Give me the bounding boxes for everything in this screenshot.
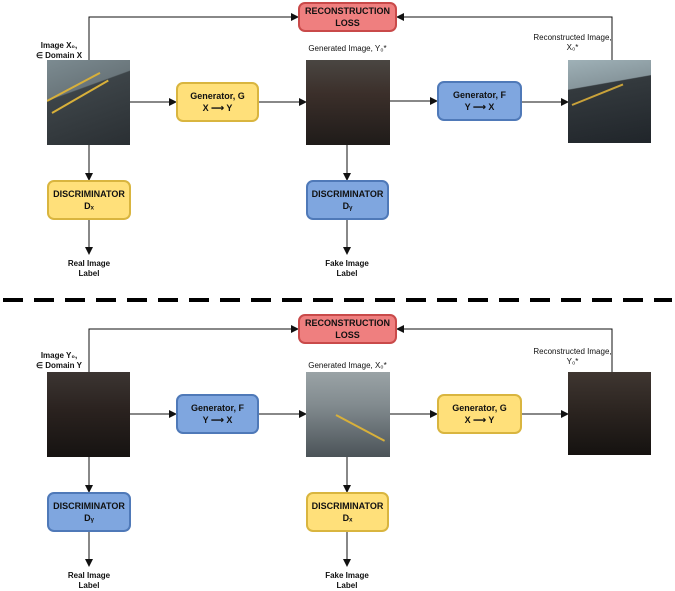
bottom-real-image-label: Real Image Label (67, 571, 111, 590)
top-discriminator-dx-title: DISCRIMINATOR (53, 189, 125, 199)
top-input-label: Image X₀, ∈ Domain X (35, 41, 83, 60)
bottom-generated-label: Generated Image, X₀* (308, 361, 387, 370)
top-input-image (47, 60, 130, 145)
bottom-reconstructed-label: Reconstructed Image, Y₀* (533, 347, 612, 366)
top-generated-image (306, 60, 390, 145)
top-reconstructed-label: Reconstructed Image, X₀* (533, 33, 612, 52)
top-generated-label: Generated Image, Y₀* (308, 44, 387, 53)
top-reconstruction-loss-box: RECONSTRUCTION LOSS (298, 2, 397, 32)
top-reconstruction-line2: LOSS (335, 18, 360, 28)
bottom-generated-image (306, 372, 390, 457)
top-discriminator-dx-sub: Dₓ (84, 201, 94, 211)
top-generator-f-title: Generator, F (452, 90, 506, 100)
bottom-reconstruction-loss-box: RECONSTRUCTION LOSS (298, 314, 397, 344)
bottom-generator-g-box: Generator, G X ⟶ Y (437, 394, 522, 434)
bottom-discriminator-dy-sub: Dᵧ (84, 513, 94, 523)
bottom-discriminator-dx-title: DISCRIMINATOR (311, 501, 384, 511)
bottom-fake-image-label: Fake Image Label (325, 571, 369, 590)
bottom-reconstructed-image (568, 372, 651, 455)
bottom-input-label: Image Y₀, ∈ Domain Y (36, 351, 82, 370)
top-generator-g-mapping: X ⟶ Y (202, 103, 233, 113)
top-discriminator-dy-title: DISCRIMINATOR (311, 189, 384, 199)
bottom-reconstruction-line1: RECONSTRUCTION (305, 318, 390, 328)
top-generator-f-box: Generator, F Y ⟶ X (437, 81, 522, 121)
top-discriminator-dy-box: DISCRIMINATOR Dᵧ (306, 180, 389, 220)
bottom-discriminator-dy-title: DISCRIMINATOR (53, 501, 125, 511)
bottom-generator-f-title: Generator, F (190, 403, 244, 413)
top-fake-image-label: Fake Image Label (325, 259, 369, 278)
top-discriminator-dy-sub: Dᵧ (342, 201, 353, 211)
bottom-input-image (47, 372, 130, 457)
bottom-discriminator-dx-sub: Dₓ (342, 513, 353, 523)
bottom-discriminator-dx-box: DISCRIMINATOR Dₓ (306, 492, 389, 532)
bottom-reconstruction-line2: LOSS (335, 330, 360, 340)
top-generator-f-mapping: Y ⟶ X (464, 102, 495, 112)
bottom-connectors (85, 325, 613, 567)
top-generator-g-box: Generator, G X ⟶ Y (176, 82, 259, 122)
bottom-generator-g-mapping: X ⟶ Y (464, 415, 495, 425)
top-reconstruction-line1: RECONSTRUCTION (305, 6, 390, 16)
top-generator-g-title: Generator, G (190, 91, 245, 101)
top-discriminator-dx-box: DISCRIMINATOR Dₓ (47, 180, 131, 220)
bottom-generator-g-title: Generator, G (452, 403, 507, 413)
top-real-image-label: Real Image Label (67, 259, 111, 278)
top-reconstructed-image (568, 60, 651, 143)
bottom-generator-f-mapping: Y ⟶ X (202, 415, 233, 425)
bottom-generator-f-box: Generator, F Y ⟶ X (176, 394, 259, 434)
top-connectors (85, 13, 613, 255)
bottom-discriminator-dy-box: DISCRIMINATOR Dᵧ (47, 492, 131, 532)
